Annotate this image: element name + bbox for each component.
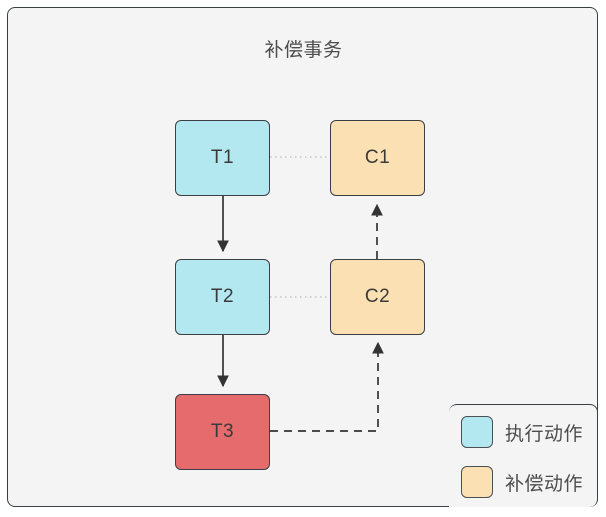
legend-item-compensate: 补偿动作 (461, 466, 583, 498)
node-t3[interactable]: T3 (175, 394, 270, 470)
node-t1-label: T1 (210, 147, 235, 168)
node-c1-label: C1 (364, 147, 391, 168)
legend-label-execute: 执行动作 (505, 423, 584, 445)
node-c1[interactable]: C1 (330, 120, 425, 196)
legend-label-compensate: 补偿动作 (505, 473, 584, 495)
node-c2-label: C2 (364, 286, 391, 307)
legend-item-execute: 执行动作 (461, 416, 583, 448)
node-t3-label: T3 (210, 421, 235, 442)
node-t2[interactable]: T2 (175, 259, 270, 335)
legend-swatch-execute-icon (461, 416, 493, 448)
node-c2[interactable]: C2 (330, 259, 425, 335)
diagram-title: 补偿事务 (264, 40, 343, 61)
node-t2-label: T2 (210, 286, 235, 307)
legend-swatch-compensate-icon (461, 466, 493, 498)
node-t1[interactable]: T1 (175, 120, 270, 196)
legend: 执行动作 补偿动作 (449, 404, 598, 507)
